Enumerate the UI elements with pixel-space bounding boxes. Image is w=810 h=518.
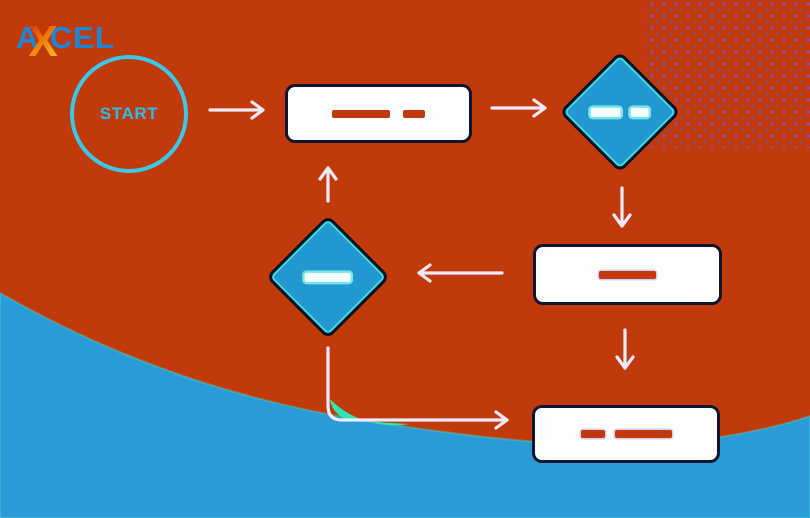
placeholder-dash [614, 430, 672, 438]
edge-start-to-process1 [208, 100, 265, 120]
start-label: START [99, 104, 159, 123]
axcel-logo[interactable]: A X CEL [16, 16, 115, 64]
placeholder-dash [591, 107, 621, 117]
edge-process2-to-decision2 [417, 263, 504, 283]
edge-decision1-to-process2 [612, 186, 632, 228]
flow-node-start[interactable]: START [70, 55, 188, 173]
decision-2-content [305, 272, 351, 282]
logo-letter-x: X [28, 17, 58, 66]
edge-process2-to-process3 [615, 328, 635, 370]
dot-pattern-decoration [646, 0, 810, 148]
placeholder-dash [332, 109, 390, 118]
flow-node-process-1[interactable] [285, 84, 472, 143]
placeholder-dash [580, 430, 605, 438]
placeholder-dash [599, 270, 656, 279]
flow-node-process-3[interactable] [532, 405, 720, 463]
placeholder-dash [631, 107, 649, 117]
flow-node-process-2[interactable] [533, 244, 722, 305]
edge-decision2-to-process3-elbow [326, 346, 509, 430]
logo-letters-cel: CEL [49, 20, 115, 55]
edge-decision2-to-process1 [318, 166, 338, 203]
edge-process1-to-decision1 [490, 98, 547, 118]
logo-letter-a: A [16, 20, 39, 55]
placeholder-dash [305, 272, 351, 282]
placeholder-dash [403, 109, 425, 118]
decision-1-content [591, 107, 649, 117]
